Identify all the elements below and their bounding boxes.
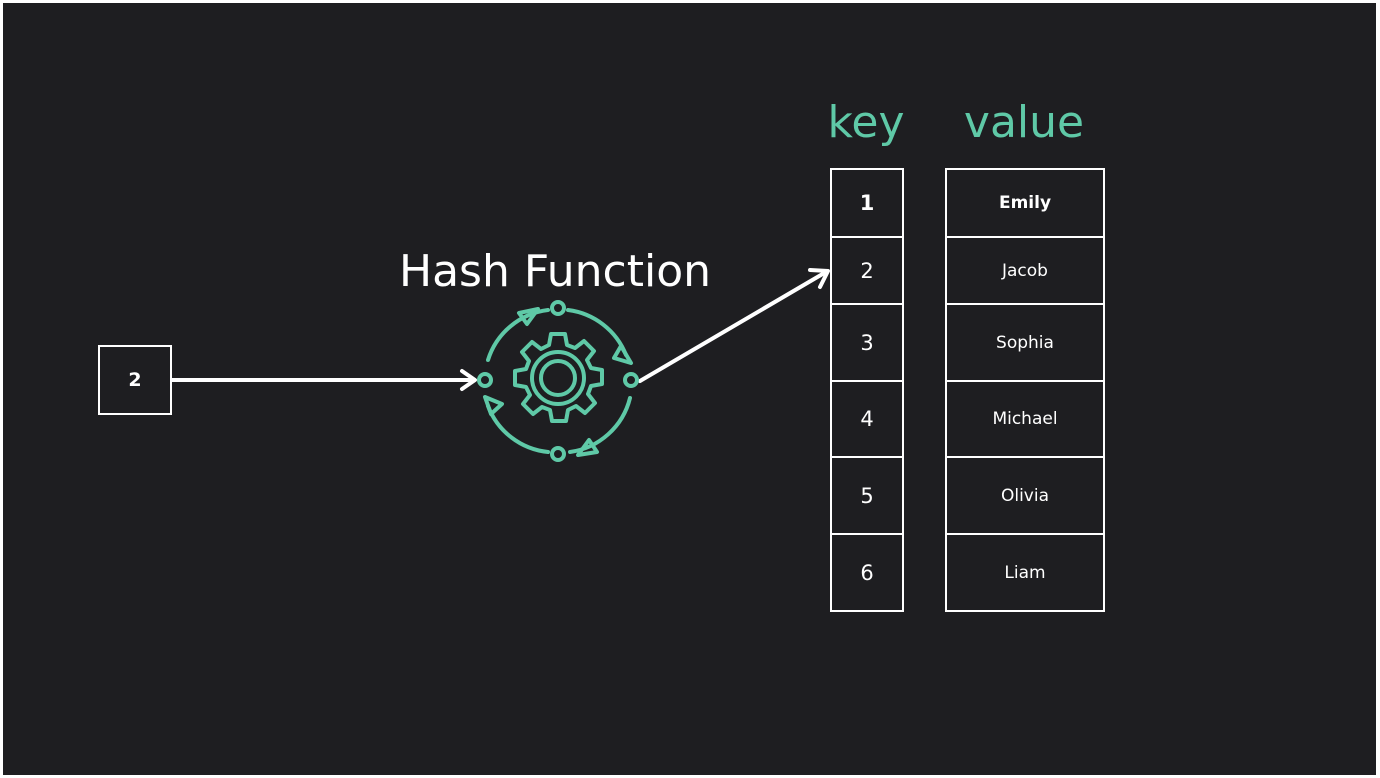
value-cell: Olivia	[947, 458, 1103, 535]
key-cell: 6	[832, 535, 902, 612]
value-cell: Sophia	[947, 305, 1103, 382]
value-cell: Emily	[947, 170, 1103, 238]
hash-function-title: Hash Function	[399, 246, 711, 297]
value-cell: Michael	[947, 382, 1103, 458]
value-cell: Jacob	[947, 238, 1103, 305]
key-cell: 2	[832, 238, 902, 305]
value-cell: Liam	[947, 535, 1103, 612]
hash-to-key-arrow	[638, 268, 830, 383]
key-cell: 4	[832, 382, 902, 458]
input-key-value: 2	[128, 369, 142, 391]
key-column: 1 2 3 4 5 6	[830, 168, 904, 612]
value-column-header: value	[963, 97, 1085, 148]
input-to-hash-arrow	[170, 369, 477, 391]
key-cell: 3	[832, 305, 902, 382]
key-cell: 5	[832, 458, 902, 535]
gear-cycle-icon	[477, 300, 639, 462]
value-column: Emily Jacob Sophia Michael Olivia Liam	[945, 168, 1105, 612]
diagram-canvas	[3, 3, 1376, 775]
key-column-header: key	[827, 97, 905, 148]
key-cell: 1	[832, 170, 902, 238]
